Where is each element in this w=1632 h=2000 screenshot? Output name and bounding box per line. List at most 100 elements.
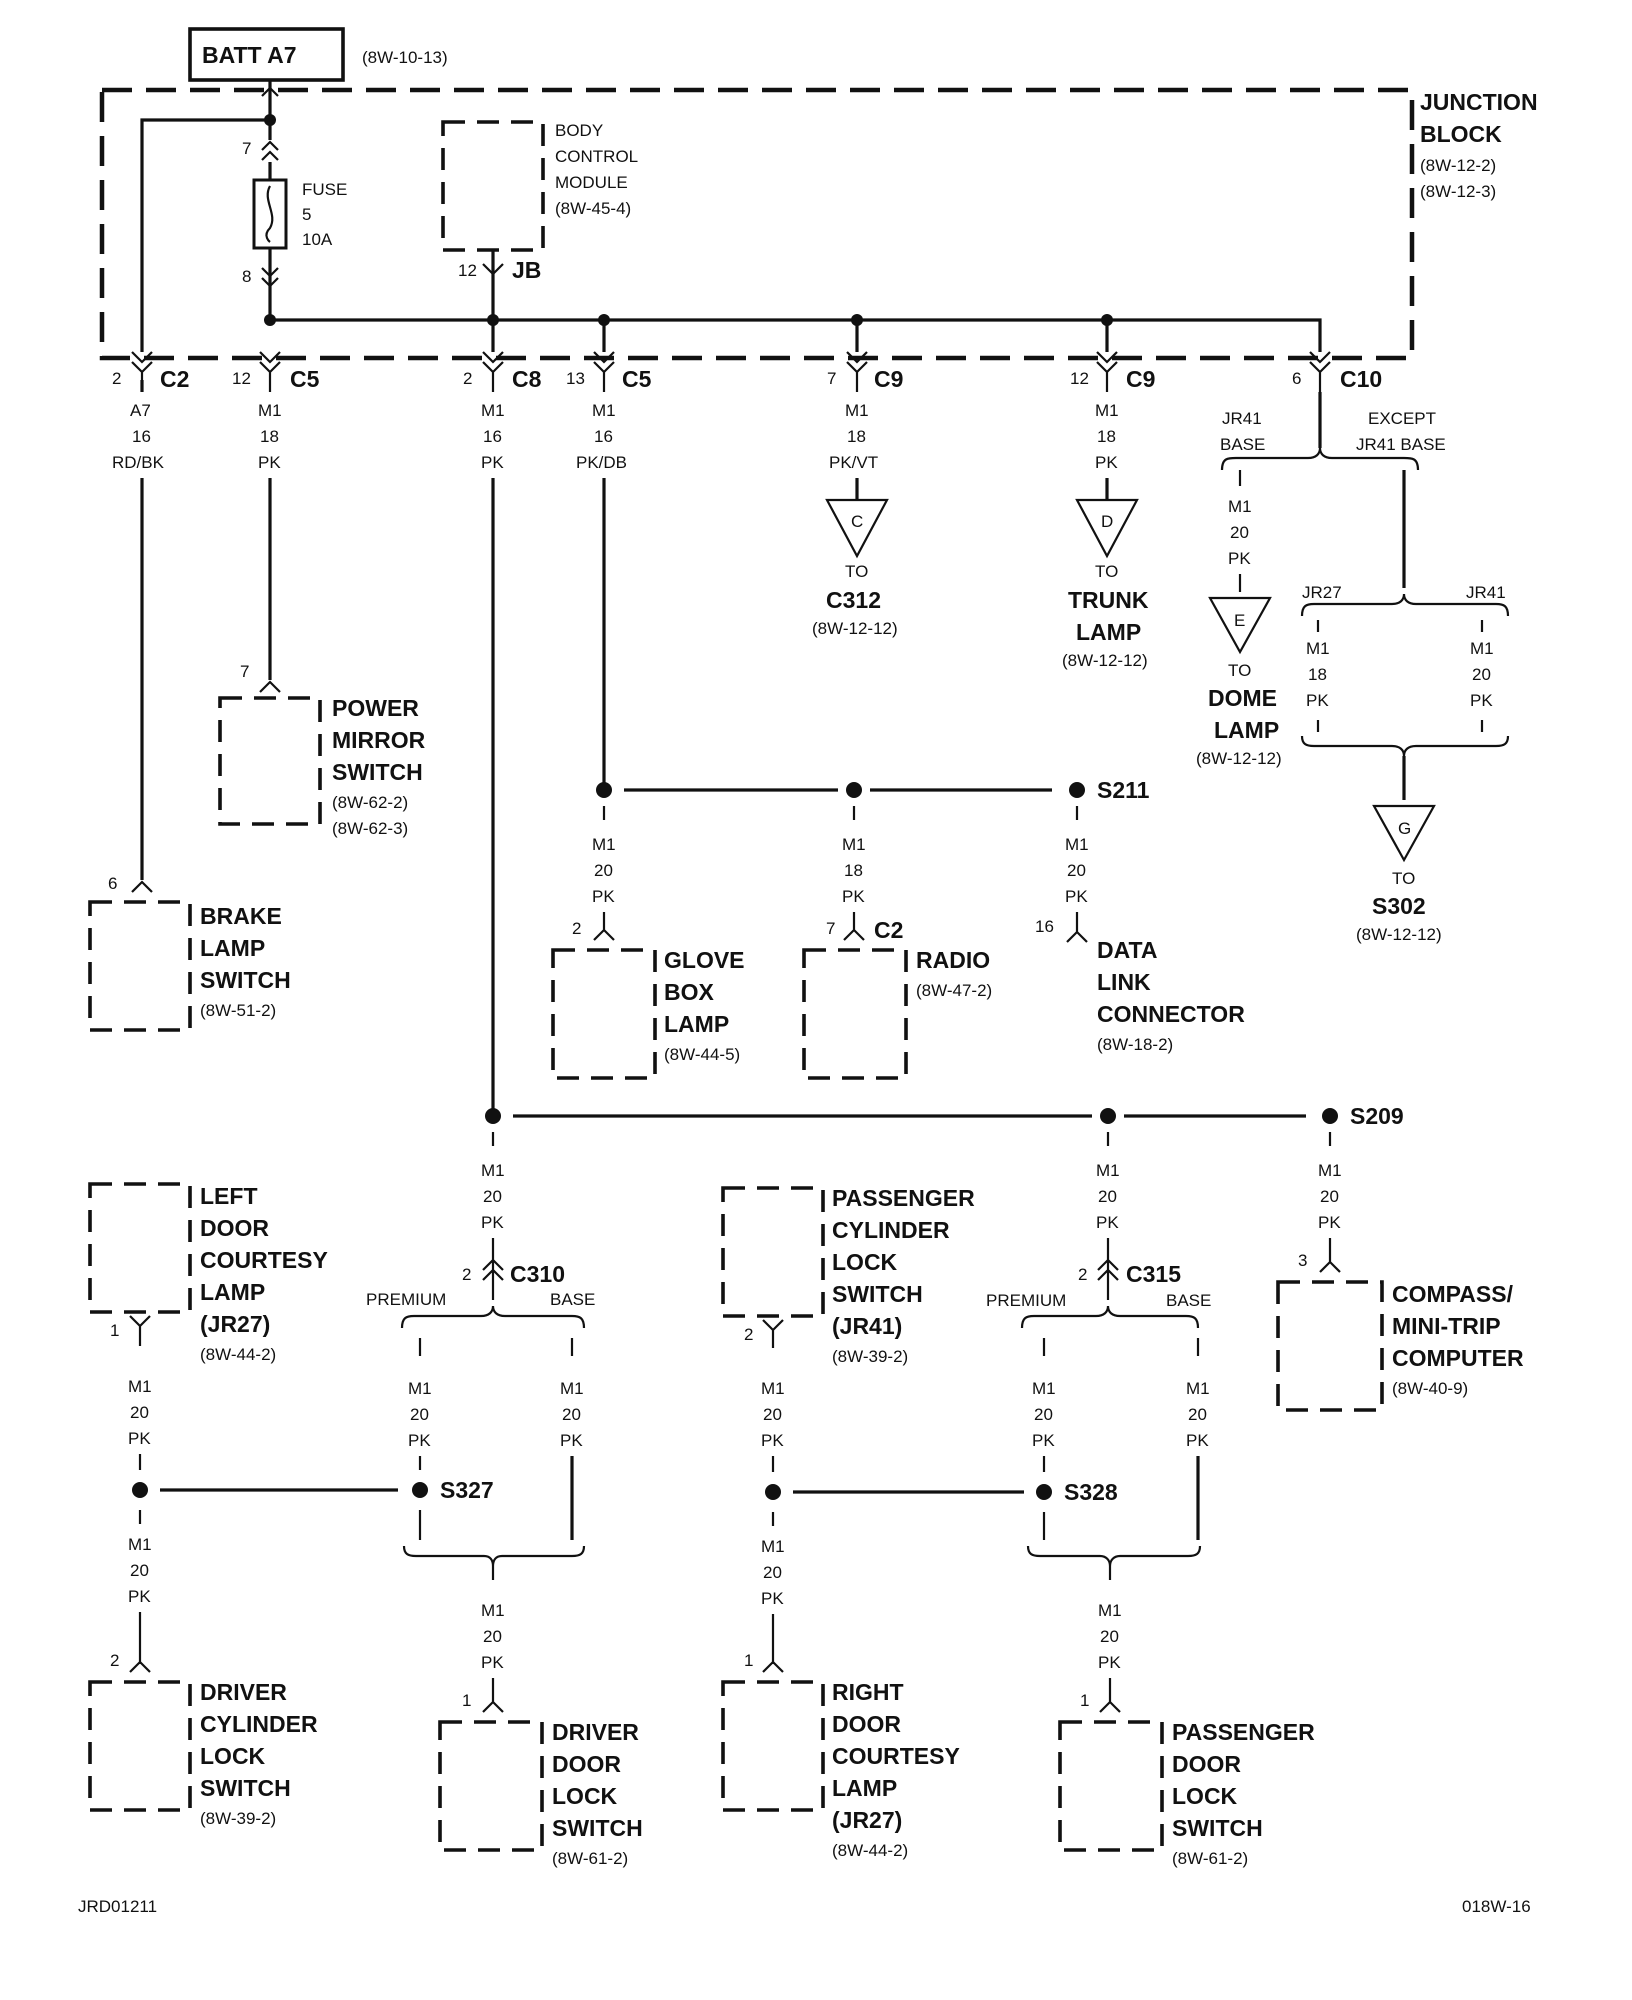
svg-text:TO: TO xyxy=(845,562,868,581)
svg-text:S211: S211 xyxy=(1097,777,1150,803)
svg-text:COURTESY: COURTESY xyxy=(200,1247,328,1273)
svg-text:DOOR: DOOR xyxy=(552,1751,621,1777)
svg-text:PK/VT: PK/VT xyxy=(829,453,878,472)
svg-text:16: 16 xyxy=(483,427,502,446)
svg-text:(8W-62-2): (8W-62-2) xyxy=(332,793,408,812)
footer-left-code: JRD01211 xyxy=(78,1897,157,1916)
svg-text:C310: C310 xyxy=(510,1261,565,1287)
svg-text:SWITCH: SWITCH xyxy=(832,1281,923,1307)
svg-text:DOOR: DOOR xyxy=(832,1711,901,1737)
driver-door-lock-switch-label: DRIVER DOOR LOCK SWITCH (8W-61-2) xyxy=(552,1719,643,1868)
svg-text:JR41 BASE: JR41 BASE xyxy=(1356,435,1446,454)
svg-text:18: 18 xyxy=(1097,427,1116,446)
svg-text:7: 7 xyxy=(827,369,836,388)
svg-text:(8W-44-2): (8W-44-2) xyxy=(200,1345,276,1364)
svg-text:DRIVER: DRIVER xyxy=(552,1719,639,1745)
c315-base-wire: M1 20 PK xyxy=(1186,1379,1210,1450)
svg-text:(8W-51-2): (8W-51-2) xyxy=(200,1001,276,1020)
svg-text:BRAKE: BRAKE xyxy=(200,903,282,929)
right-door-courtesy-lamp-label: RIGHT DOOR COURTESY LAMP (JR27) (8W-44-2… xyxy=(832,1679,960,1860)
passenger-cyl-wire: M1 20 PK xyxy=(761,1379,785,1450)
svg-text:18: 18 xyxy=(847,427,866,446)
svg-text:C5: C5 xyxy=(622,366,652,392)
svg-text:SWITCH: SWITCH xyxy=(332,759,423,785)
svg-text:CYLINDER: CYLINDER xyxy=(200,1711,318,1737)
svg-text:JB: JB xyxy=(512,257,541,283)
svg-text:S328: S328 xyxy=(1064,1479,1118,1505)
svg-text:BOX: BOX xyxy=(664,979,715,1005)
brake-lamp-switch-box xyxy=(88,900,192,1032)
svg-text:E: E xyxy=(1234,611,1245,630)
svg-text:C315: C315 xyxy=(1126,1261,1181,1287)
svg-text:20: 20 xyxy=(483,1187,502,1206)
svg-text:MODULE: MODULE xyxy=(555,173,628,192)
svg-text:DOOR: DOOR xyxy=(1172,1751,1241,1777)
svg-text:M1: M1 xyxy=(761,1379,785,1398)
svg-text:PK: PK xyxy=(1098,1653,1121,1672)
svg-text:7: 7 xyxy=(240,662,249,681)
svg-text:M1: M1 xyxy=(560,1379,584,1398)
svg-text:TRUNK: TRUNK xyxy=(1068,587,1149,613)
driver-door-wire: M1 20 PK xyxy=(481,1601,505,1672)
svg-text:16: 16 xyxy=(594,427,613,446)
svg-text:20: 20 xyxy=(1472,665,1491,684)
compass-wire: M1 20 PK xyxy=(1318,1161,1342,1232)
svg-text:TO: TO xyxy=(1095,562,1118,581)
radio-box xyxy=(802,948,908,1080)
right-door-lamp-wire: M1 20 PK xyxy=(761,1537,785,1608)
batt-ref: (8W-10-13) xyxy=(362,48,448,67)
svg-text:PK: PK xyxy=(1306,691,1329,710)
svg-text:JR27: JR27 xyxy=(1302,583,1342,602)
svg-text:PK: PK xyxy=(408,1431,431,1450)
svg-text:CONTROL: CONTROL xyxy=(555,147,638,166)
svg-text:CONNECTOR: CONNECTOR xyxy=(1097,1001,1245,1027)
svg-text:JUNCTION: JUNCTION xyxy=(1420,89,1538,115)
svg-text:PK/DB: PK/DB xyxy=(576,453,627,472)
svg-text:LOCK: LOCK xyxy=(552,1783,618,1809)
svg-text:PK: PK xyxy=(1095,453,1118,472)
svg-text:(8W-12-3): (8W-12-3) xyxy=(1420,182,1496,201)
svg-text:SWITCH: SWITCH xyxy=(200,967,291,993)
svg-text:CYLINDER: CYLINDER xyxy=(832,1217,950,1243)
bcm-label: BODY CONTROL MODULE (8W-45-4) xyxy=(555,121,638,218)
svg-text:2: 2 xyxy=(744,1325,753,1344)
svg-text:2: 2 xyxy=(462,1265,471,1284)
svg-text:RADIO: RADIO xyxy=(916,947,990,973)
svg-text:M1: M1 xyxy=(481,1161,505,1180)
glove-box-lamp-label: GLOVE BOX LAMP (8W-44-5) xyxy=(664,947,745,1064)
svg-text:3: 3 xyxy=(1298,1251,1307,1270)
svg-text:SWITCH: SWITCH xyxy=(200,1775,291,1801)
left-door-courtesy-lamp-box xyxy=(88,1182,192,1314)
connector-c5-left: 12 C5 M1 18 PK xyxy=(232,351,320,472)
svg-text:RIGHT: RIGHT xyxy=(832,1679,904,1705)
c310-base-wire: M1 20 PK xyxy=(560,1379,584,1450)
svg-text:DOOR: DOOR xyxy=(200,1215,269,1241)
connector-c2-top: 2 C2 A7 16 RD/BK xyxy=(112,351,189,472)
svg-text:BLOCK: BLOCK xyxy=(1420,121,1502,147)
wire-c310-feed: M1 20 PK xyxy=(481,1161,505,1232)
passenger-door-wire: M1 20 PK xyxy=(1098,1601,1122,1672)
svg-text:1: 1 xyxy=(110,1321,119,1340)
svg-text:20: 20 xyxy=(1067,861,1086,880)
svg-text:S302: S302 xyxy=(1372,893,1426,919)
svg-text:PREMIUM: PREMIUM xyxy=(366,1290,446,1309)
svg-text:PK: PK xyxy=(481,453,504,472)
svg-text:LAMP: LAMP xyxy=(1076,619,1141,645)
svg-text:5: 5 xyxy=(302,205,311,224)
svg-text:(8W-45-4): (8W-45-4) xyxy=(555,199,631,218)
svg-text:M1: M1 xyxy=(1032,1379,1056,1398)
svg-text:(8W-12-12): (8W-12-12) xyxy=(1196,749,1282,768)
svg-text:6: 6 xyxy=(1292,369,1301,388)
svg-text:LOCK: LOCK xyxy=(200,1743,266,1769)
svg-text:LAMP: LAMP xyxy=(664,1011,729,1037)
svg-text:PK: PK xyxy=(1065,887,1088,906)
connector-c5-right: 13 C5 M1 16 PK/DB xyxy=(566,351,652,472)
svg-text:12: 12 xyxy=(1070,369,1089,388)
data-link-connector-label: DATA LINK CONNECTOR (8W-18-2) xyxy=(1097,937,1245,1054)
svg-text:1: 1 xyxy=(744,1651,753,1670)
driver-door-lock-switch-box xyxy=(438,1720,544,1852)
svg-text:PK: PK xyxy=(560,1431,583,1450)
svg-text:2: 2 xyxy=(572,919,581,938)
svg-text:M1: M1 xyxy=(481,401,505,420)
footer-right-code: 018W-16 xyxy=(1462,1897,1531,1916)
